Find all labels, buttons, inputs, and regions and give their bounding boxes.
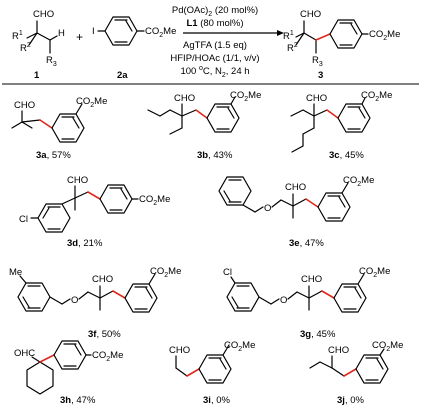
condition-oxidant: AgTFA (1.5 eq): [183, 40, 247, 51]
product-3j-structure: CHO CO2Me: [309, 340, 403, 384]
compound-number-2a: 2a: [117, 70, 128, 81]
atom-label-cho: CHO: [14, 100, 35, 111]
reactant-1-structure: CHO R1 R2 H R3: [12, 9, 65, 68]
atom-label-cl: Cl: [223, 267, 232, 278]
ester-label: CO2Me: [224, 340, 255, 353]
atom-label-r1: R1: [283, 30, 294, 42]
atom-label-me: Me: [9, 267, 22, 278]
ester-label: CO2Me: [372, 340, 403, 353]
atom-label-cl: Cl: [19, 214, 28, 225]
ester-label: CO2Me: [369, 29, 400, 42]
atom-label-r2: R2: [287, 42, 298, 54]
product-label-3a: 3a, 57%: [36, 150, 71, 161]
ester-label: CO2Me: [359, 266, 390, 279]
ester-label: CO2Me: [361, 90, 392, 103]
product-label-3d: 3d, 21%: [67, 238, 103, 249]
atom-label-cho: CHO: [169, 345, 190, 356]
product-3g-structure: Cl O CHO CO2Me: [223, 266, 390, 313]
atom-label-iodo: I: [92, 26, 95, 37]
ester-label: CO2Me: [139, 194, 170, 207]
condition-catalyst: Pd(OAc)2 (20 mol%): [172, 5, 258, 18]
product-3h-structure: OHC CO2Me: [14, 340, 123, 395]
product-3f-structure: Me O CHO CO2Me: [9, 266, 181, 313]
product-3d-structure: Cl CHO CO2Me: [19, 175, 170, 233]
compound-number-1: 1: [34, 70, 40, 81]
atom-label-r3: R3: [312, 55, 323, 68]
reactant-2a-structure: I CO2Me: [92, 16, 176, 46]
product-3e-structure: O CHO CO2Me: [218, 175, 374, 222]
atom-label-cho: CHO: [328, 345, 349, 356]
atom-label-o: O: [264, 203, 271, 214]
atom-label-r1: R1: [12, 30, 23, 42]
condition-solvent: HFIP/HOAc (1/1, v/v): [170, 53, 259, 64]
ester-label: CO2Me: [145, 26, 176, 39]
atom-label-cho: CHO: [300, 9, 321, 20]
product-label-3b: 3b, 43%: [197, 150, 233, 161]
condition-temperature-time: 100 oC, N2, 24 h: [180, 65, 249, 79]
atom-label-o: O: [71, 295, 78, 306]
atom-label-cho: CHO: [174, 93, 195, 104]
product-3a-structure: CHO CO2Me: [11, 96, 107, 143]
ester-label: CO2Me: [76, 96, 107, 109]
product-label-3i: 3i, 0%: [203, 395, 230, 406]
atom-label-cho: CHO: [92, 274, 113, 285]
atom-label-cho: CHO: [285, 182, 306, 193]
product-label-3h: 3h, 47%: [60, 395, 96, 406]
atom-label-h: H: [58, 28, 65, 39]
product-label-3j: 3j, 0%: [337, 395, 364, 406]
atom-label-r3: R3: [46, 55, 57, 68]
product-3b-structure: CHO CO2Me: [147, 90, 261, 135]
ester-label: CO2Me: [150, 266, 181, 279]
reaction-conditions: Pd(OAc)2 (20 mol%) L1 (80 mol%) AgTFA (1…: [170, 5, 284, 79]
ester-label: CO2Me: [230, 90, 261, 103]
atom-label-cho: CHO: [67, 175, 88, 186]
atom-label-cho: CHO: [306, 93, 327, 104]
reaction-arrow-head: [277, 30, 284, 36]
product-3-structure: CHO R1 R2 R3 CO2Me: [283, 9, 400, 68]
atom-label-r2: R2: [20, 42, 31, 54]
ester-label: CO2Me: [92, 350, 123, 363]
atom-label-ohc: OHC: [14, 348, 35, 359]
product-3i-structure: CHO CO2Me: [169, 340, 255, 384]
condition-ligand: L1 (80 mol%): [186, 18, 243, 29]
product-label-3e: 3e, 47%: [289, 238, 324, 249]
plus-sign: +: [76, 30, 83, 44]
ester-label: CO2Me: [343, 175, 374, 188]
atom-label-cho: CHO: [33, 9, 54, 20]
atom-label-cho: CHO: [301, 274, 322, 285]
product-label-3f: 3f, 50%: [88, 329, 121, 340]
product-3c-structure: CHO CO2Me: [290, 90, 392, 153]
product-label-3c: 3c, 45%: [329, 150, 364, 161]
compound-number-3: 3: [318, 70, 323, 81]
atom-label-o: O: [280, 295, 287, 306]
product-label-3g: 3g, 45%: [300, 329, 336, 340]
